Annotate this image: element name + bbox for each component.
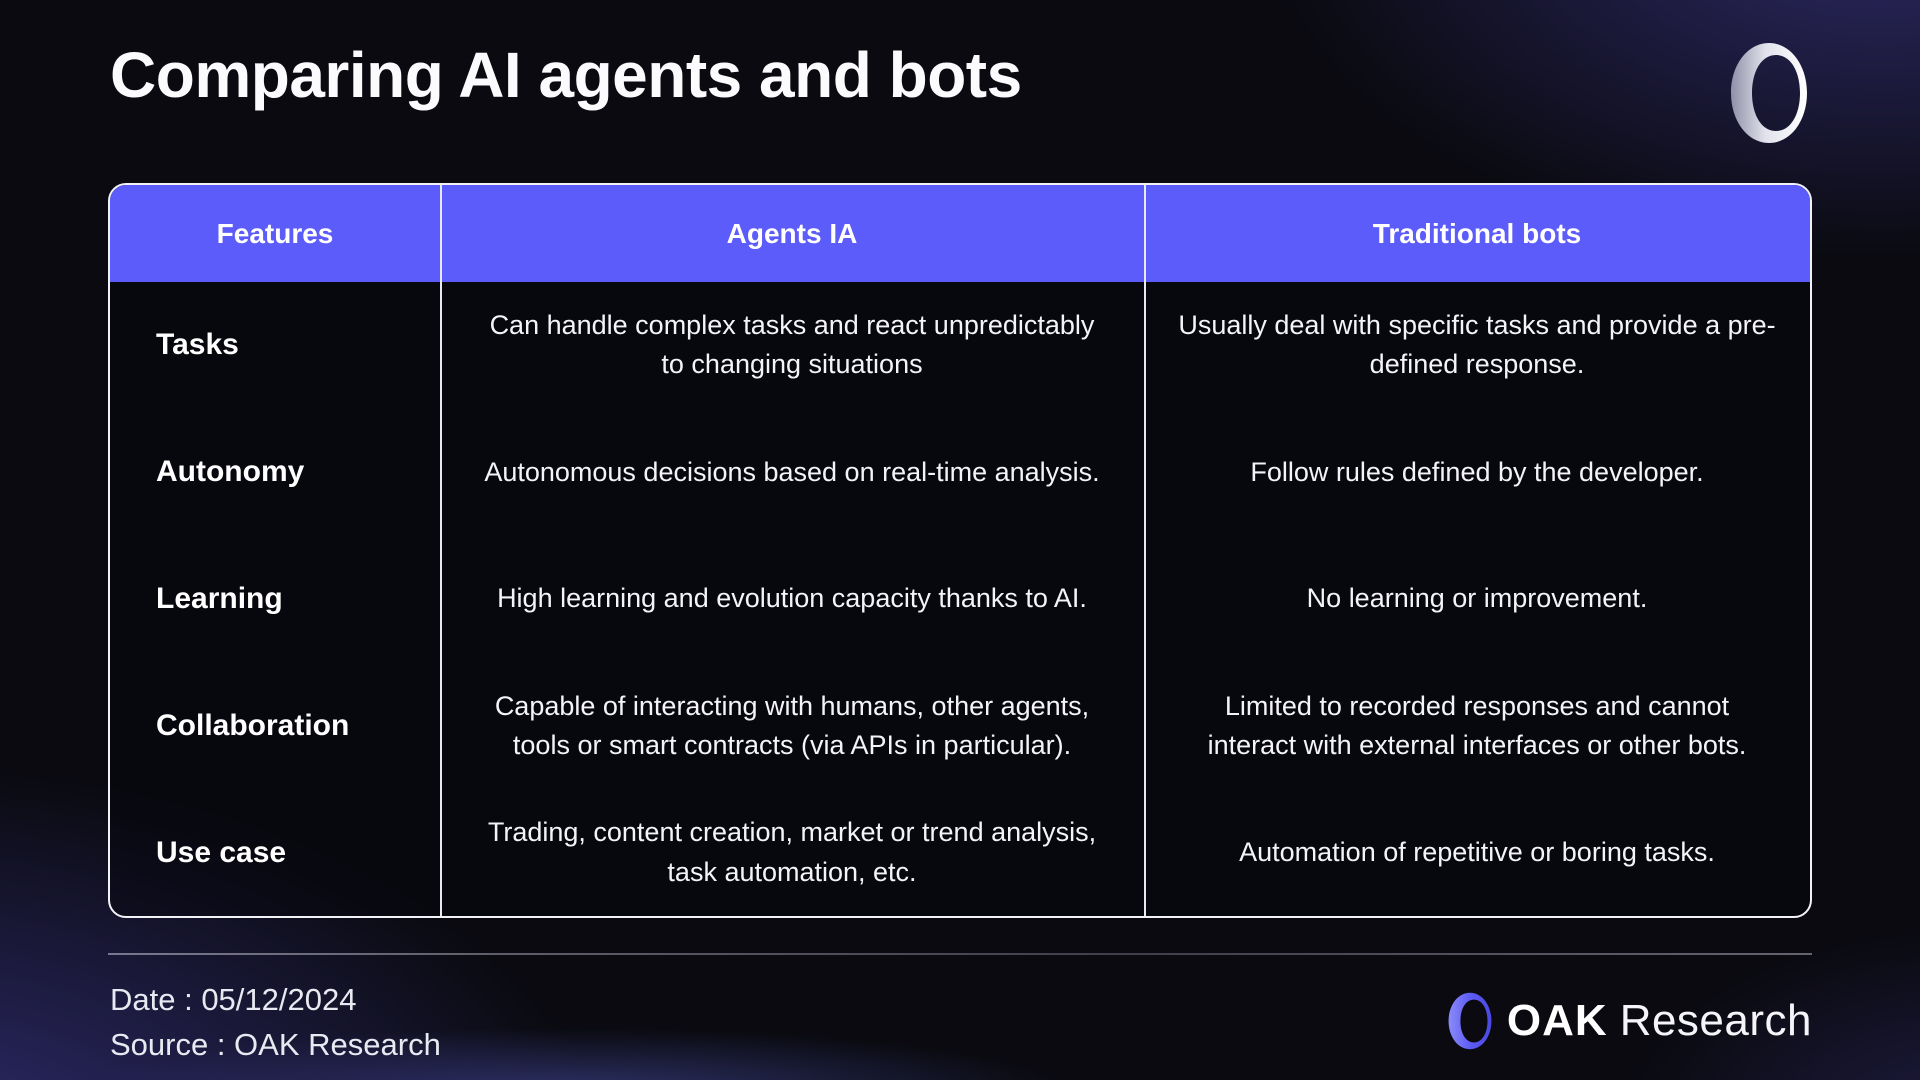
column-divider-2 xyxy=(1144,185,1146,916)
table-body: Tasks Can handle complex tasks and react… xyxy=(110,282,1810,916)
column-divider-1 xyxy=(440,185,442,916)
comparison-table: Features Agents IA Traditional bots Task… xyxy=(108,183,1812,918)
bots-cell-text: No learning or improvement. xyxy=(1306,583,1648,614)
bots-cell-text: Limited to recorded responses and cannot… xyxy=(1207,690,1747,760)
table-row: Learning High learning and evolution cap… xyxy=(110,536,1810,663)
table-row: Use case Trading, content creation, mark… xyxy=(110,789,1810,916)
agents-cell: Can handle complex tasks and react unpre… xyxy=(440,282,1144,409)
ring-icon xyxy=(1731,43,1807,143)
brand-name-light: Research xyxy=(1619,996,1812,1045)
oak-ring-icon xyxy=(1448,992,1492,1050)
agents-cell-text: Autonomous decisions based on real-time … xyxy=(484,456,1100,487)
bots-cell-text: Follow rules defined by the developer. xyxy=(1250,456,1704,487)
brand-name-bold: OAK xyxy=(1506,996,1608,1045)
agents-cell-text: High learning and evolution capacity tha… xyxy=(497,583,1087,614)
page-title: Comparing AI agents and bots xyxy=(110,39,1022,111)
table-header-row: Features Agents IA Traditional bots xyxy=(110,185,1810,282)
footer-date: Date : 05/12/2024 xyxy=(110,982,357,1017)
table-row: Tasks Can handle complex tasks and react… xyxy=(110,282,1810,409)
bots-cell-text: Automation of repetitive or boring tasks… xyxy=(1239,837,1715,868)
agents-cell: Autonomous decisions based on real-time … xyxy=(440,409,1144,536)
brand-logo: OAK Research xyxy=(1448,992,1812,1050)
agents-cell: High learning and evolution capacity tha… xyxy=(440,536,1144,663)
feature-label: Collaboration xyxy=(156,708,350,742)
agents-cell: Trading, content creation, market or tre… xyxy=(440,789,1144,916)
agents-cell-text: Trading, content creation, market or tre… xyxy=(487,817,1097,887)
column-header-bots: Traditional bots xyxy=(1372,217,1582,249)
feature-label: Tasks xyxy=(156,328,239,362)
feature-label: Autonomy xyxy=(156,455,305,489)
footer-divider xyxy=(108,953,1812,955)
footer-source: Source : OAK Research xyxy=(110,1027,441,1062)
agents-cell: Capable of interacting with humans, othe… xyxy=(440,662,1144,789)
bots-cell: Automation of repetitive or boring tasks… xyxy=(1144,789,1810,916)
table-row: Autonomy Autonomous decisions based on r… xyxy=(110,409,1810,536)
column-header-features: Features xyxy=(216,217,334,249)
column-header-agents: Agents IA xyxy=(726,217,858,249)
table-row: Collaboration Capable of interacting wit… xyxy=(110,662,1810,789)
bots-cell-text: Usually deal with specific tasks and pro… xyxy=(1178,310,1776,380)
bots-cell: Usually deal with specific tasks and pro… xyxy=(1144,282,1810,409)
feature-label: Learning xyxy=(156,581,283,615)
bots-cell: Limited to recorded responses and cannot… xyxy=(1144,662,1810,789)
feature-label: Use case xyxy=(156,835,287,869)
brand-name: OAK Research xyxy=(1507,996,1812,1046)
bots-cell: Follow rules defined by the developer. xyxy=(1144,409,1810,536)
oak-ring-logo-icon xyxy=(1730,42,1808,144)
agents-cell-text: Capable of interacting with humans, othe… xyxy=(494,690,1090,760)
agents-cell-text: Can handle complex tasks and react unpre… xyxy=(489,310,1095,380)
bots-cell: No learning or improvement. xyxy=(1144,536,1810,663)
